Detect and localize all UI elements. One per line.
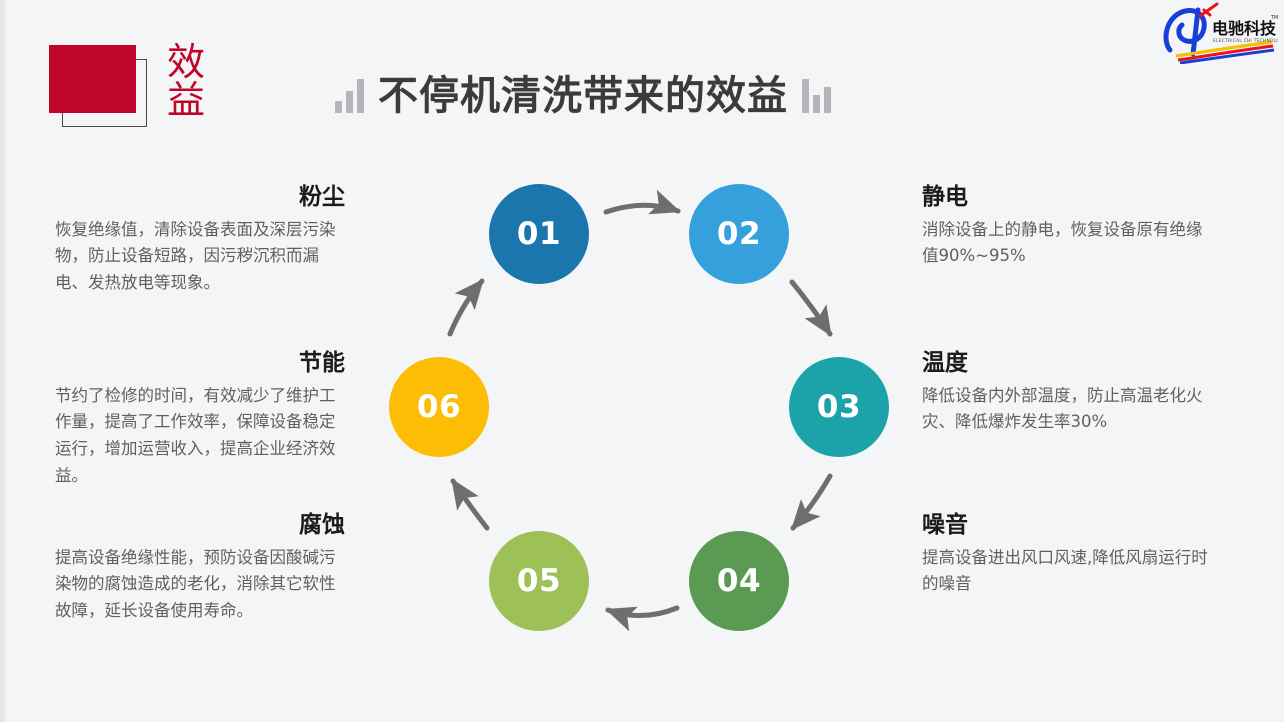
arrow-01-to-02	[603, 189, 681, 215]
arrow-04-to-05	[605, 605, 680, 632]
arrow-02-to-03	[789, 279, 833, 337]
text-block-noise: 噪音 提高设备进出风口风速,降低风扇运行时的噪音	[922, 512, 1212, 598]
bar-chart-decor-left-icon	[335, 79, 364, 113]
heading-corrosion: 腐蚀	[299, 512, 345, 538]
text-block-temperature: 温度 降低设备内外部温度，防止高温老化火灾、降低爆炸发生率30%	[922, 350, 1212, 436]
heading-dust: 粉尘	[299, 184, 345, 210]
node-circle-02[interactable]: 02	[689, 184, 789, 284]
logo-trademark: TM	[1270, 15, 1278, 21]
text-block-corrosion: 腐蚀 提高设备绝缘性能，预防设备因酸碱污染物的腐蚀造成的老化，消除其它软性故障，…	[55, 512, 345, 625]
tag-label: 效益	[167, 40, 208, 122]
left-edge-band	[0, 0, 7, 722]
text-block-static: 静电 消除设备上的静电，恢复设备原有绝缘值90%~95%	[922, 184, 1212, 270]
tag-red-square	[49, 45, 136, 113]
body-static: 消除设备上的静电，恢复设备原有绝缘值90%~95%	[922, 219, 1203, 266]
arrow-03-to-04	[790, 473, 833, 531]
heading-static: 静电	[922, 184, 968, 210]
heading-temperature: 温度	[922, 350, 968, 376]
heading-noise: 噪音	[922, 512, 968, 538]
page-title: 不停机清洗带来的效益	[378, 73, 788, 119]
body-corrosion: 提高设备绝缘性能，预防设备因酸碱污染物的腐蚀造成的老化，消除其它软性故障，延长设…	[55, 547, 336, 621]
logo-name-en: ELECTRICAL CHI TECHNOLOGY	[1213, 38, 1278, 44]
body-temperature: 降低设备内外部温度，防止高温老化火灾、降低爆炸发生率30%	[922, 385, 1203, 432]
text-block-energy: 节能 节约了检修的时间，有效减少了维护工作量，提高了工作效率，保障设备稳定运行，…	[55, 350, 345, 489]
body-energy: 节约了检修的时间，有效减少了维护工作量，提高了工作效率，保障设备稳定运行，增加运…	[55, 385, 336, 485]
arrow-06-to-01	[447, 278, 485, 337]
logo-name-cn: 电驰科技	[1212, 19, 1277, 38]
bar-chart-decor-right-icon	[802, 79, 831, 113]
heading-energy: 节能	[299, 350, 345, 376]
node-circle-04[interactable]: 04	[689, 531, 789, 631]
page-title-row: 不停机清洗带来的效益	[335, 66, 831, 126]
body-noise: 提高设备进出风口风速,降低风扇运行时的噪音	[922, 547, 1208, 594]
node-circle-03[interactable]: 03	[789, 357, 889, 457]
section-tag: 效益	[49, 40, 239, 135]
node-circle-05[interactable]: 05	[489, 531, 589, 631]
node-circle-06[interactable]: 06	[389, 357, 489, 457]
company-logo: 电驰科技 ELECTRICAL CHI TECHNOLOGY TM	[1160, 2, 1284, 65]
body-dust: 恢复绝缘值，清除设备表面及深层污染物，防止设备短路，因污秽沉积而漏电、发热放电等…	[55, 219, 336, 293]
arrow-05-to-06	[450, 478, 490, 531]
text-block-dust: 粉尘 恢复绝缘值，清除设备表面及深层污染物，防止设备短路，因污秽沉积而漏电、发热…	[55, 184, 345, 297]
node-circle-01[interactable]: 01	[489, 184, 589, 284]
